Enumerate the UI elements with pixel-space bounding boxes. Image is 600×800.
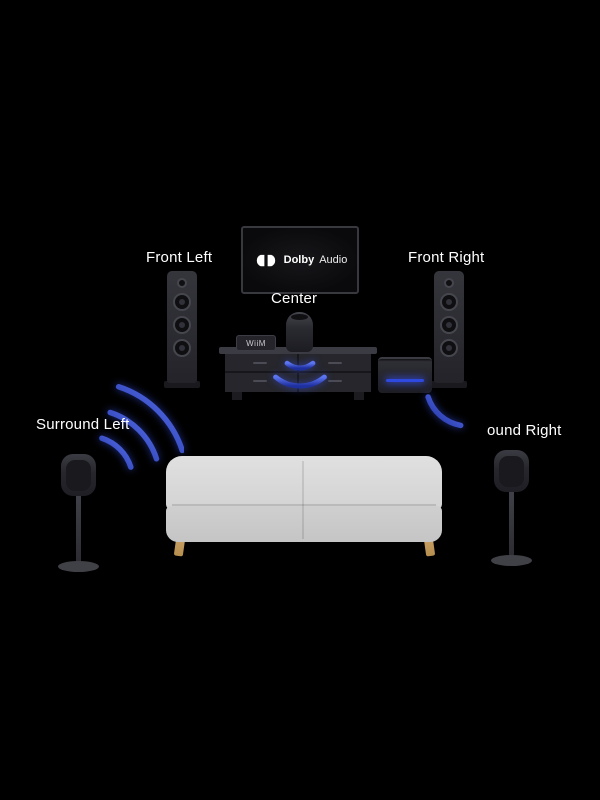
woofer-driver [173,316,191,334]
tv: Dolby Audio [241,226,359,294]
dolby-double-d-icon [256,254,275,266]
drawer-handle [328,380,342,382]
dolby-audio-logo: Dolby Audio [253,254,348,267]
drawer-handle [253,380,267,382]
surround-left-speaker [61,454,96,496]
speaker-grille [499,456,524,487]
front-right-speaker [434,271,464,383]
couch-backrest [166,456,442,510]
couch-seat [166,506,442,542]
front-left-label: Front Left [146,249,213,266]
front-right-speaker-base [431,381,467,388]
surround-right-speaker [494,450,529,492]
subwoofer-led [386,379,424,382]
surround-right-stand-pole [509,490,514,558]
console-center-divider [297,354,299,392]
subwoofer [378,357,432,393]
center-speaker-top [291,314,308,320]
tweeter-driver [177,278,187,288]
couch-cushion-seam [302,461,304,539]
woofer-driver [173,339,191,357]
drawer-handle [328,362,342,364]
center-sound-waves [273,360,327,389]
couch-crease [172,504,436,506]
center-speaker [286,312,313,352]
console-leg [232,392,242,400]
surround-left-label: Surround Left [36,416,130,433]
wiim-streamer: WiiM [236,335,276,351]
surround-left-stand-base [58,561,99,572]
surround-left-stand-pole [76,494,81,564]
woofer-driver [440,293,458,311]
front-right-label: Front Right [408,249,485,266]
wiim-label: WiiM [246,338,266,348]
surround-right-stand-base [491,555,532,566]
surround-left-sound-waves [99,384,184,470]
dolby-wordmark: Dolby [283,254,315,266]
front-left-speaker-base [164,381,200,388]
tweeter-driver [444,278,454,288]
surround-right-label: ound Right [487,422,562,439]
console-leg [354,392,364,400]
drawer-handle [253,362,267,364]
center-label: Center [271,290,318,307]
woofer-driver [440,339,458,357]
speaker-grille [66,460,91,491]
front-right-sound-wave [425,394,464,429]
woofer-driver [173,293,191,311]
dolby-audio-wordmark: Audio [319,254,348,266]
front-left-speaker [167,271,197,383]
woofer-driver [440,316,458,334]
